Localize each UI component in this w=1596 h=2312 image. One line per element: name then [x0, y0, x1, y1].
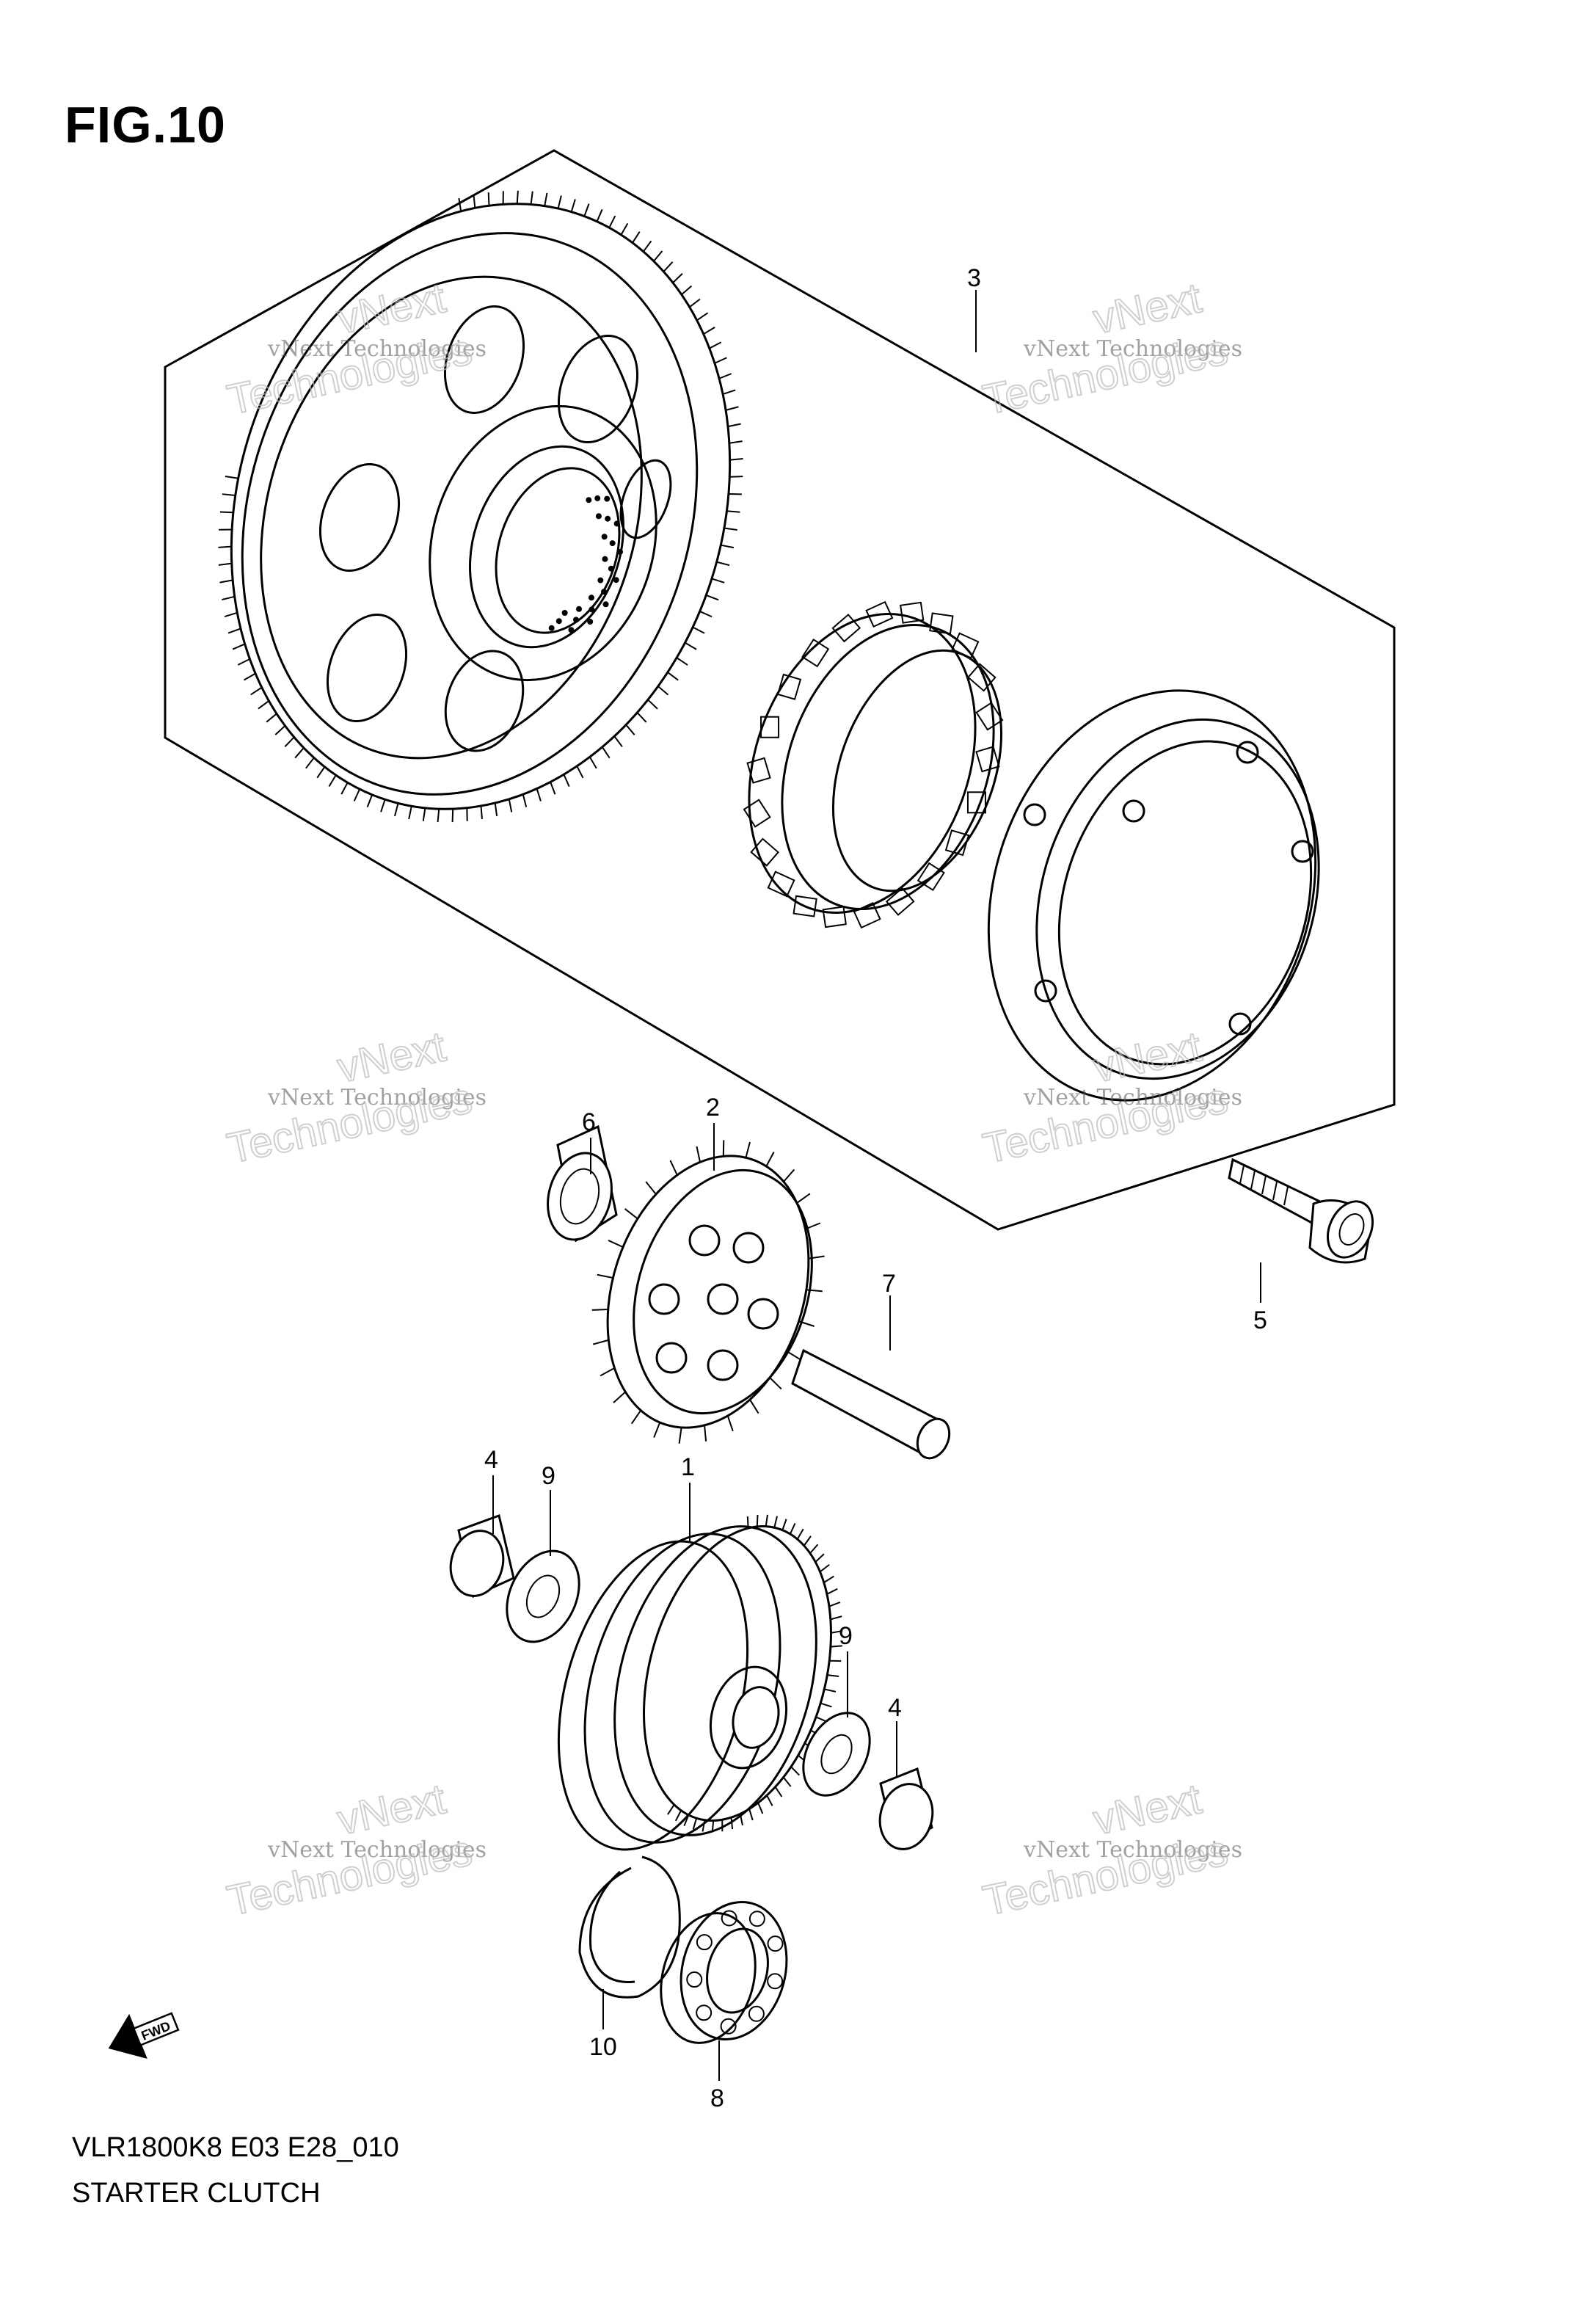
- svg-text:vNext Technologies: vNext Technologies: [1023, 1085, 1242, 1110]
- model-code: VLR1800K8 E03 E28_010: [72, 2132, 399, 2163]
- leader-lines: [492, 290, 1261, 2081]
- callout-7: 7: [882, 1270, 896, 1298]
- watermark-top-left: vNext Technologies vNext Technologies: [222, 273, 487, 424]
- callout-4a: 4: [484, 1446, 498, 1474]
- bushing-left: [449, 1514, 515, 1599]
- callout-10: 10: [589, 2033, 617, 2061]
- circlip: [578, 1855, 681, 1999]
- watermark-top-right: vNext Technologies vNext Technologies: [978, 273, 1242, 424]
- svg-text:vNext Technologies: vNext Technologies: [1023, 336, 1242, 362]
- callout-9a: 9: [542, 1462, 555, 1490]
- idle-gear-bushing: [547, 1124, 618, 1243]
- callout-4b: 4: [888, 1694, 902, 1722]
- svg-text:vNext Technologies: vNext Technologies: [267, 1837, 487, 1863]
- callout-9b: 9: [839, 1622, 853, 1650]
- watermark-mid-right: vNext Technologies vNext Technologies: [978, 1022, 1242, 1173]
- watermark-bottom-left: vNext Technologies vNext Technologies: [222, 1774, 487, 1925]
- watermark-bottom-right: vNext Technologies vNext Technologies: [978, 1774, 1242, 1925]
- starter-clutch-gear: [218, 190, 743, 823]
- callout-5: 5: [1253, 1306, 1267, 1334]
- callout-1: 1: [681, 1453, 695, 1481]
- washer-left: [506, 1549, 580, 1643]
- assembly-outline: [164, 149, 1396, 1231]
- idle-gear-shaft: [791, 1348, 951, 1460]
- idle-gear: [591, 1140, 825, 1444]
- bolt: [1228, 1157, 1374, 1264]
- svg-text:vNext Technologies: vNext Technologies: [1023, 1837, 1242, 1863]
- callout-6: 6: [582, 1108, 596, 1136]
- watermark-mid-left: vNext Technologies vNext Technologies: [222, 1022, 487, 1173]
- bearing: [660, 1900, 788, 2044]
- clutch-guide-ring: [987, 689, 1320, 1102]
- bushing-right: [878, 1767, 934, 1850]
- callout-8: 8: [710, 2084, 724, 2112]
- one-way-clutch: [743, 600, 1004, 929]
- torque-limiter-assy: [557, 1514, 843, 1851]
- washer-right: [802, 1712, 871, 1797]
- callout-2: 2: [706, 1094, 720, 1122]
- callout-3: 3: [967, 264, 981, 292]
- fwd-arrow-icon: FWD: [108, 2012, 180, 2060]
- svg-text:vNext Technologies: vNext Technologies: [267, 1085, 487, 1110]
- figure-title: FIG.10: [65, 96, 226, 153]
- figure-name: STARTER CLUTCH: [72, 2178, 321, 2209]
- svg-text:vNext Technologies: vNext Technologies: [267, 336, 487, 362]
